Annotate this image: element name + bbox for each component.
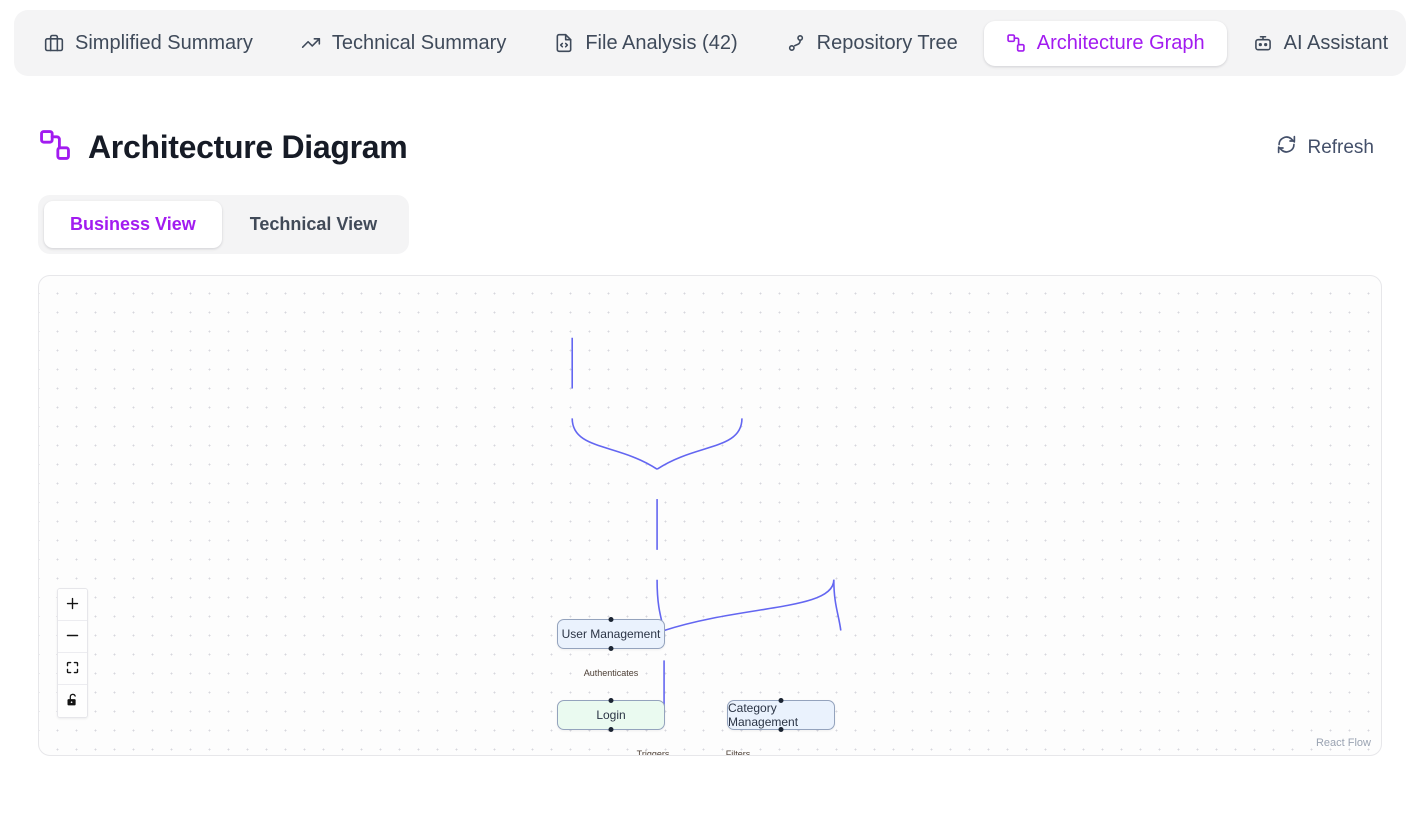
title-group: Architecture Diagram — [38, 128, 408, 167]
trending-up-icon — [301, 33, 321, 53]
refresh-label: Refresh — [1307, 136, 1374, 158]
tab-repository-tree[interactable]: Repository Tree — [764, 21, 980, 66]
tab-label: Repository Tree — [816, 31, 958, 54]
workflow-icon — [38, 128, 72, 167]
minus-icon — [65, 628, 80, 646]
view-button-technical[interactable]: Technical View — [224, 201, 403, 248]
node-category-management[interactable]: Category Management — [727, 698, 835, 732]
node-handle-top[interactable] — [778, 698, 784, 703]
top-tabbar: Simplified Summary Technical Summary Fil… — [14, 10, 1406, 76]
top-tabbar-container: Simplified Summary Technical Summary Fil… — [0, 0, 1420, 76]
refresh-button[interactable]: Refresh — [1268, 128, 1382, 167]
git-branch-icon — [786, 33, 806, 53]
lock-button[interactable] — [58, 685, 87, 717]
workflow-icon — [1006, 33, 1026, 53]
edge-filters — [656, 418, 743, 470]
plus-icon — [65, 596, 80, 614]
tab-label: File Analysis (42) — [585, 31, 738, 54]
node-login[interactable]: Login — [557, 698, 665, 732]
tab-technical-summary[interactable]: Technical Summary — [279, 21, 529, 66]
node-label: User Management — [561, 627, 661, 641]
edge-triggers — [571, 418, 658, 470]
tab-ai-assistant[interactable]: AI Assistant — [1231, 21, 1411, 66]
view-toggle: Business View Technical View — [38, 195, 410, 254]
fit-view-button[interactable] — [58, 653, 87, 685]
edges-layer — [571, 337, 842, 712]
refresh-icon — [1276, 134, 1297, 161]
node-label: Category Management — [728, 701, 799, 729]
maximize-icon — [65, 660, 80, 678]
page-title: Architecture Diagram — [88, 129, 408, 165]
tab-label: Architecture Graph — [1036, 31, 1205, 54]
react-flow-attribution[interactable]: React Flow — [1315, 737, 1371, 749]
tab-label: Technical Summary — [331, 31, 507, 54]
view-button-business[interactable]: Business View — [44, 201, 222, 248]
node-handle-top[interactable] — [608, 698, 614, 703]
briefcase-icon — [44, 33, 64, 53]
node-handle-top[interactable] — [608, 617, 614, 622]
edge-uploads-to — [833, 579, 842, 631]
node-handle-bottom[interactable] — [608, 646, 614, 651]
node-handle-bottom[interactable] — [778, 727, 784, 732]
file-code-icon — [554, 33, 574, 53]
page-body: Architecture Diagram Refresh Business Vi… — [0, 128, 1420, 756]
zoom-out-button[interactable] — [58, 621, 87, 653]
node-handle-bottom[interactable] — [608, 727, 614, 732]
tab-architecture-graph[interactable]: Architecture Graph — [983, 20, 1227, 66]
tab-file-analysis[interactable]: File Analysis (42) — [532, 21, 759, 66]
tab-label: Simplified Summary — [75, 31, 253, 54]
zoom-in-button[interactable] — [58, 589, 87, 621]
edge-leads-to — [663, 579, 835, 632]
unlock-icon — [65, 692, 80, 711]
tab-simplified-summary[interactable]: Simplified Summary — [22, 21, 275, 66]
tab-label: AI Assistant — [1283, 31, 1389, 54]
architecture-graph-canvas[interactable]: User Management Login Category Managemen… — [38, 275, 1382, 756]
bot-icon — [1253, 33, 1273, 53]
flow-controls — [57, 588, 88, 718]
node-user-management[interactable]: User Management — [557, 617, 665, 651]
node-label: Login — [596, 708, 626, 722]
page-header: Architecture Diagram Refresh — [38, 128, 1382, 167]
